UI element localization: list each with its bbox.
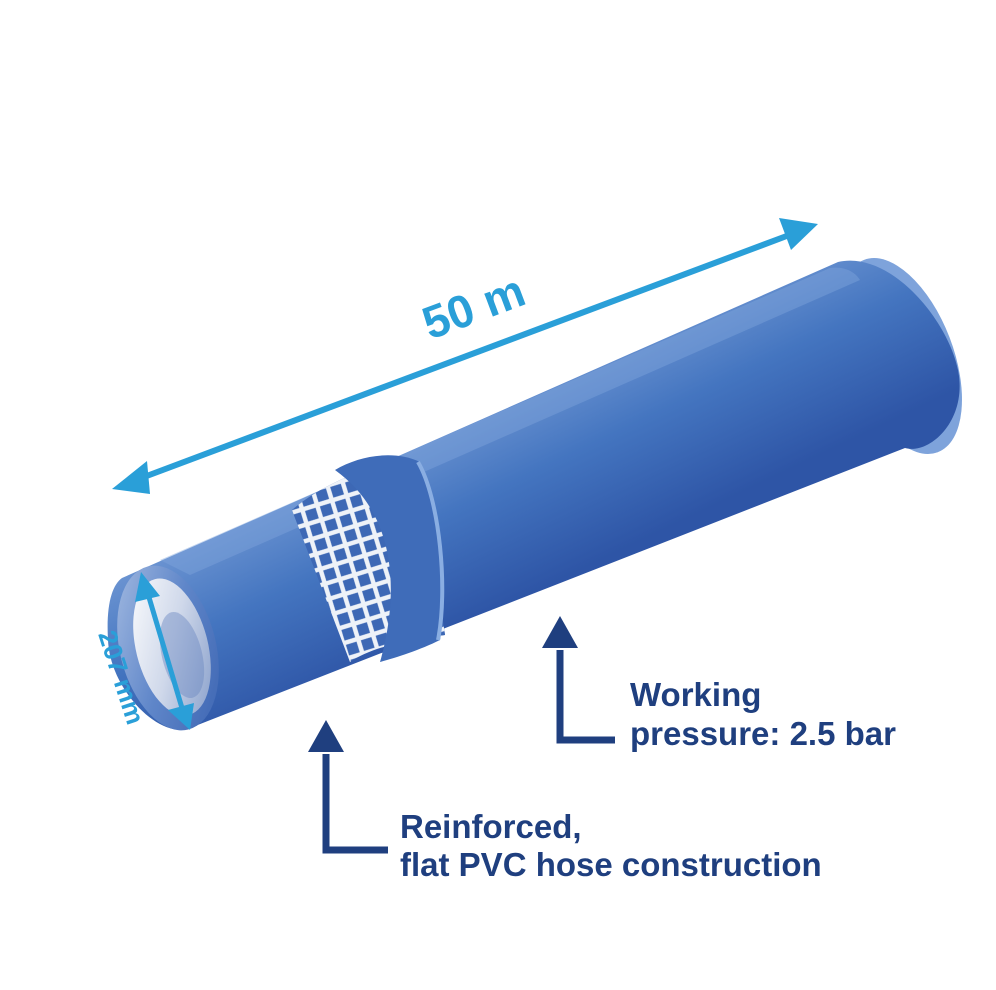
arrowhead-up-icon [308, 720, 344, 752]
arrowhead-up-icon [542, 616, 578, 648]
arrowhead-bottom-icon [168, 703, 194, 730]
construction-callout-line2: flat PVC hose construction [400, 846, 822, 883]
hose-tube [107, 260, 960, 730]
hose-body [107, 258, 962, 731]
diameter-dimension-arrow [135, 572, 194, 730]
pressure-callout-line1: Working [630, 676, 761, 713]
pressure-callout-line2: pressure: 2.5 bar [630, 715, 896, 752]
arrowhead-right-icon [779, 218, 818, 250]
arrowhead-top-icon [135, 572, 160, 602]
reinforcement-mesh [292, 455, 445, 662]
pressure-callout-pointer [542, 616, 615, 744]
construction-callout-line1: Reinforced, [400, 808, 582, 845]
construction-callout-pointer [308, 720, 388, 854]
length-dimension-arrow [112, 218, 818, 494]
arrowhead-left-icon [112, 461, 150, 494]
